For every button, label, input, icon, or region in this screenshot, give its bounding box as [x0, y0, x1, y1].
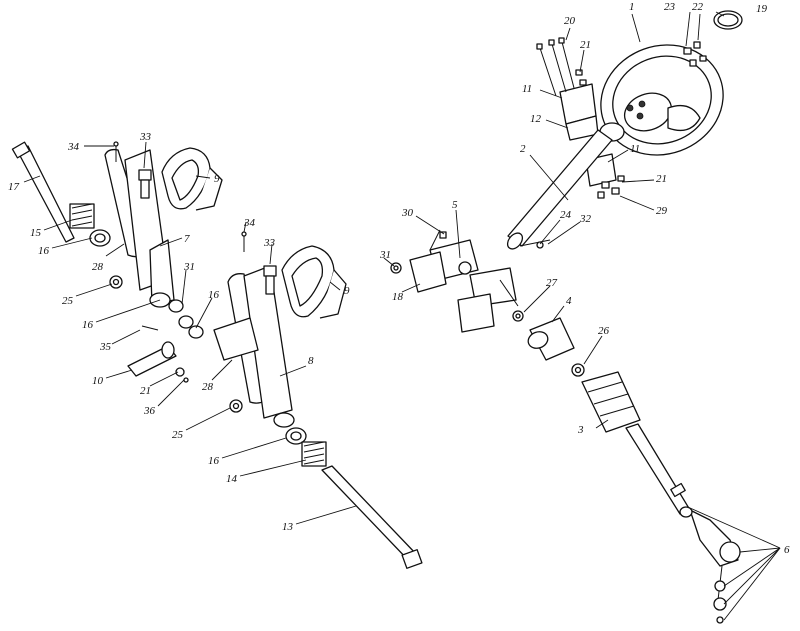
- pivot-bolt-13: [321, 465, 423, 569]
- callout-35: 35: [99, 341, 112, 353]
- pin-35: [141, 325, 159, 331]
- callout-19: 19: [756, 3, 768, 15]
- callout-1: 1: [629, 1, 635, 13]
- callout-21a: 21: [580, 39, 591, 51]
- callout-9a: 9: [214, 173, 220, 185]
- callout-21b: 21: [656, 173, 667, 185]
- callout-13: 13: [282, 521, 294, 533]
- callout-31a: 31: [379, 249, 391, 261]
- bolt-lower-33: [263, 265, 277, 295]
- callout-16d: 16: [208, 455, 220, 467]
- washers-31: [168, 299, 204, 339]
- callout-4: 4: [566, 295, 572, 307]
- callout-26: 26: [598, 325, 610, 337]
- universal-joint: [409, 229, 519, 333]
- bolt-upper-33: [138, 169, 152, 199]
- callout-15: 15: [30, 227, 42, 239]
- steering-wheel: [600, 44, 724, 156]
- arm-assembly-lower: [213, 265, 295, 428]
- callout-3: 3: [577, 424, 584, 436]
- callout-16c: 16: [208, 289, 220, 301]
- callout-28a: 28: [92, 261, 104, 273]
- lower-clamp-nuts: [597, 175, 625, 199]
- callout-28b: 28: [202, 381, 214, 393]
- arm-assembly-upper: [104, 148, 175, 308]
- spring-14: [301, 441, 327, 467]
- callout-9b: 9: [344, 285, 350, 297]
- tie-rod-end: [679, 506, 741, 624]
- callout-16b: 16: [82, 319, 94, 331]
- callout-34b: 34: [243, 217, 256, 229]
- callout-11a: 11: [522, 83, 532, 95]
- callout-21c: 21: [140, 385, 151, 397]
- callout-29: 29: [656, 205, 668, 217]
- column-pin: [519, 239, 551, 249]
- leader-lines: [23, 11, 781, 621]
- callout-32: 32: [579, 213, 592, 225]
- nut-25-lower: [229, 399, 243, 413]
- callout-5: 5: [452, 199, 458, 211]
- callout-25b: 25: [172, 429, 184, 441]
- tie-rod: [625, 423, 691, 515]
- pinion-nut: [571, 363, 585, 377]
- callout-20: 20: [564, 15, 576, 27]
- callout-17: 17: [8, 181, 20, 193]
- callout-33a: 33: [139, 131, 152, 143]
- clamp-bolts: [536, 37, 587, 97]
- washer-21-left: [175, 367, 189, 383]
- pivot-bolt-17: [11, 141, 75, 243]
- callout-11b: 11: [630, 143, 640, 155]
- callout-31b: 31: [183, 261, 195, 273]
- callout-24: 24: [560, 209, 572, 221]
- rack-boot: [581, 371, 641, 433]
- callout-10: 10: [92, 375, 104, 387]
- callout-7: 7: [184, 233, 190, 245]
- pedal-lower: [281, 245, 347, 319]
- callout-25a: 25: [62, 295, 74, 307]
- bushing-16-upper: [89, 229, 111, 247]
- callout-30: 30: [401, 207, 414, 219]
- callout-18: 18: [392, 291, 404, 303]
- callout-16a: 16: [38, 245, 50, 257]
- hub-nuts: [683, 41, 707, 67]
- callout-33b: 33: [263, 237, 276, 249]
- pin-upper-34: [113, 141, 119, 162]
- bushing-16-lower: [285, 427, 307, 445]
- callout-6: 6: [784, 544, 790, 556]
- horn-cap: [713, 10, 743, 30]
- callout-8: 8: [308, 355, 314, 367]
- spring-15: [69, 203, 95, 229]
- pedal-upper: [161, 147, 223, 211]
- callout-22: 22: [692, 1, 704, 13]
- steering-gear-box: [527, 317, 575, 361]
- steering-shaft: [506, 129, 613, 250]
- callout-36: 36: [143, 405, 156, 417]
- callout-12: 12: [530, 113, 542, 125]
- callout-23: 23: [664, 1, 676, 13]
- callout-14: 14: [226, 473, 238, 485]
- callout-2: 2: [520, 143, 526, 155]
- callout-34a: 34: [67, 141, 80, 153]
- pin-lower-34: [241, 231, 247, 252]
- callout-27: 27: [546, 277, 558, 289]
- nut-25-upper: [109, 275, 123, 289]
- callout-labels: 1 2 3 4 5 6 7 8 9 9 10 11 11 12 13 14 15…: [8, 1, 790, 556]
- shaft-10: [127, 341, 177, 377]
